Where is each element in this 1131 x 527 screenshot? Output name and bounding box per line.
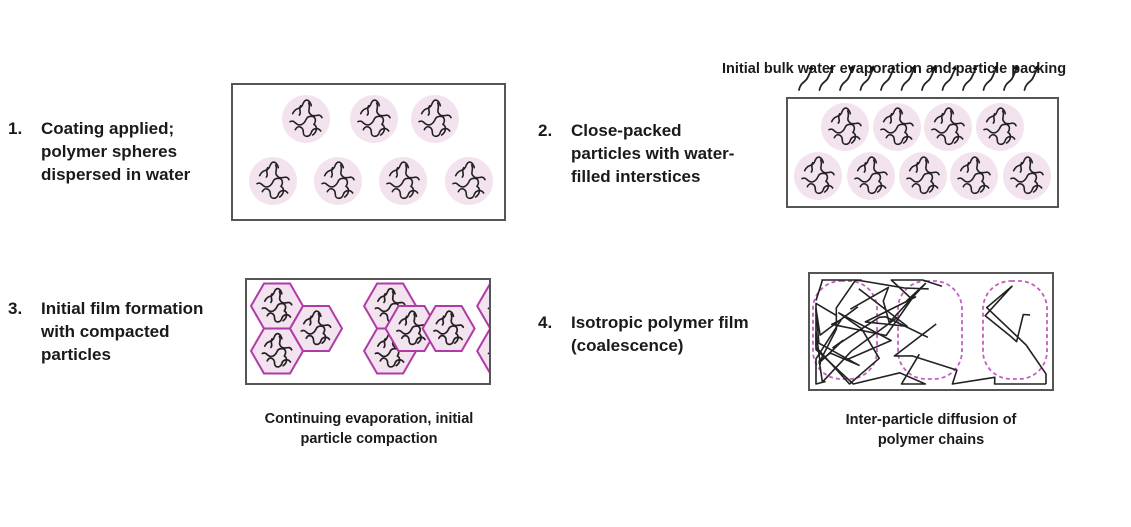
polymer-chain: [815, 306, 892, 385]
polymer-chain: [818, 279, 929, 364]
step-2-text: Close-packed particles with water- fille…: [571, 119, 734, 188]
polymer-chain: [815, 302, 898, 383]
panel-1-dispersed-spheres: [231, 83, 506, 221]
step-2-line: Close-packed: [571, 121, 682, 140]
polymer-chain: [815, 331, 927, 385]
step-1-line: Coating applied;: [41, 119, 175, 138]
polymer-chain: [849, 282, 927, 328]
evaporation-arrow: [921, 65, 936, 91]
evaporation-arrow: [1003, 65, 1018, 91]
step-3-caption-line: Continuing evaporation, initial: [264, 411, 474, 427]
compacted-particle-hexagon: [476, 328, 489, 374]
panel-4-isotropic-film: [808, 272, 1054, 391]
step-1-line: polymer spheres: [41, 142, 178, 161]
step-1-number: 1.: [8, 119, 23, 138]
step-4-number: 4.: [538, 313, 553, 332]
ghost-particle-outline: [982, 280, 1048, 380]
panel-3-compacted-hexagons: [245, 278, 491, 385]
evaporation-arrow: [900, 65, 916, 91]
polymer-sphere: [976, 103, 1024, 151]
polymer-sphere: [794, 152, 842, 200]
evaporation-arrow: [982, 65, 998, 91]
step-3-number: 3.: [8, 299, 23, 318]
step-4-line: Isotropic polymer film: [571, 313, 749, 332]
polymer-sphere: [873, 103, 921, 151]
polymer-sphere: [249, 157, 297, 205]
step-3-line: particles: [41, 345, 111, 364]
evaporation-arrow: [818, 65, 834, 91]
step-2-number: 2.: [538, 121, 553, 140]
step-3-text: Initial film formation with compacted pa…: [41, 297, 203, 366]
evaporation-arrow: [962, 65, 977, 91]
compacted-particle-hexagon: [288, 305, 344, 352]
polymer-sphere: [899, 152, 947, 200]
step-3-caption: Continuing evaporation, initial particle…: [246, 409, 492, 449]
polymer-sphere: [924, 103, 972, 151]
polymer-chain: [893, 323, 1046, 385]
polymer-sphere: [1003, 152, 1051, 200]
step-4-line: (coalescence): [571, 336, 684, 355]
step-3-caption-line: particle compaction: [300, 431, 438, 447]
step-3-line: with compacted: [41, 322, 170, 341]
step-4-caption: Inter-particle diffusion of polymer chai…: [815, 410, 1047, 450]
step-4-caption-line: polymer chains: [877, 432, 985, 448]
step-1-line: dispersed in water: [41, 165, 191, 184]
polymer-sphere: [350, 95, 398, 143]
step-2-line: filled interstices: [571, 167, 701, 186]
evaporation-arrow: [941, 65, 957, 91]
compacted-particle-hexagon: [421, 305, 476, 352]
polymer-sphere: [282, 95, 330, 143]
step-1-text: Coating applied; polymer spheres dispers…: [41, 117, 190, 186]
polymer-sphere: [314, 157, 362, 205]
polymer-sphere: [950, 152, 998, 200]
step-2-line: particles with water-: [571, 144, 735, 163]
evaporation-arrow: [1023, 65, 1039, 91]
polymer-chain: [815, 279, 943, 385]
polymer-sphere: [411, 95, 459, 143]
panel-2-close-packed: [786, 97, 1059, 208]
evaporation-arrow: [839, 65, 854, 91]
evaporation-arrow: [859, 65, 875, 91]
compacted-particle-hexagon: [476, 283, 489, 329]
step-3-line: Initial film formation: [41, 299, 204, 318]
ghost-particle-outline: [897, 280, 963, 380]
polymer-sphere: [821, 103, 869, 151]
step-4-text: Isotropic polymer film (coalescence): [571, 311, 749, 357]
polymer-sphere: [379, 157, 427, 205]
polymer-chain: [984, 285, 1047, 384]
compacted-particle-hexagon: [249, 282, 305, 330]
step-4-caption-line: Inter-particle diffusion of: [845, 412, 1017, 428]
polymer-sphere: [445, 157, 493, 205]
polymer-sphere: [847, 152, 895, 200]
evaporation-arrow: [798, 65, 813, 91]
polymer-chain: [815, 279, 929, 301]
evaporation-arrow: [880, 65, 895, 91]
evaporation-arrows: [798, 65, 1039, 91]
